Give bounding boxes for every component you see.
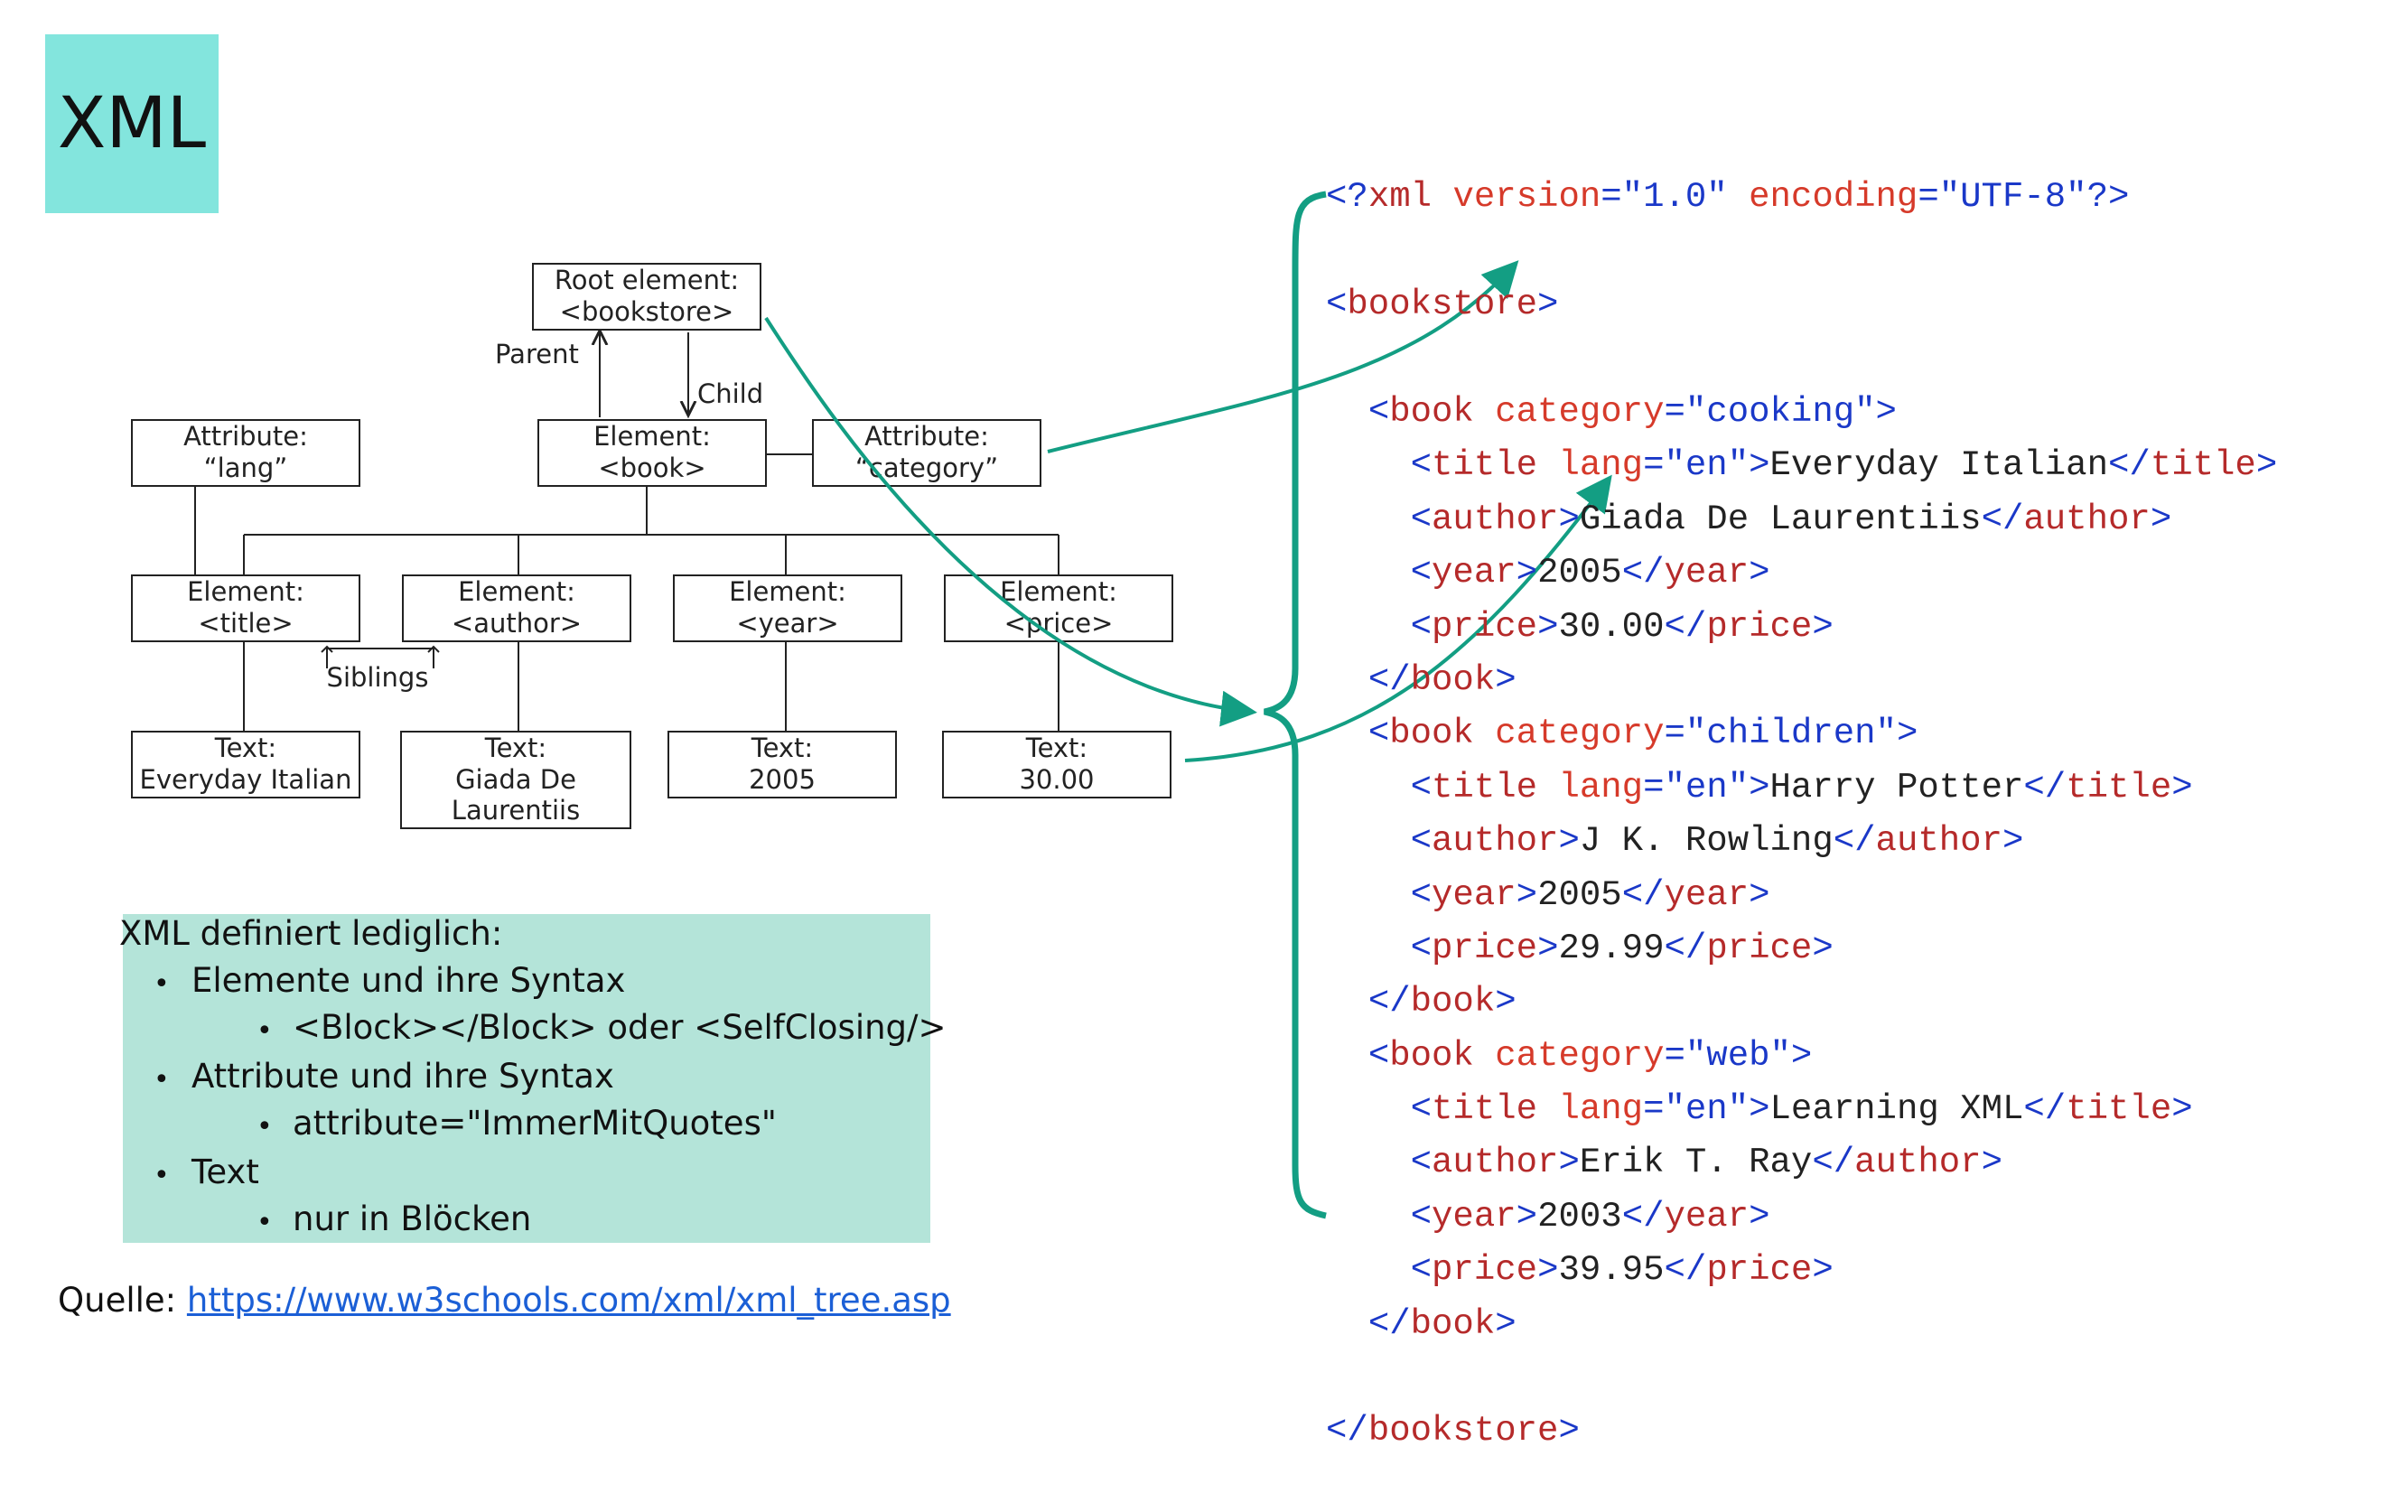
- text-title-label-1: Text:: [214, 733, 276, 763]
- note-subitem-elements: <Block></Block> oder <SelfClosing/>: [293, 1008, 947, 1047]
- notes-box: [123, 914, 930, 1243]
- root-label-1: Root element:: [555, 265, 739, 295]
- bullet-dot: •: [154, 1160, 170, 1191]
- book-open-tag: <book category="cooking">: [1367, 392, 1897, 432]
- node-title: [131, 574, 360, 642]
- source-line: Quelle: https://www.w3schools.com/xml/xm…: [58, 1281, 951, 1320]
- book-open-tag: <book category="web">: [1367, 1035, 1813, 1076]
- root-label-2: <bookstore>: [560, 296, 734, 327]
- attr-category-label-2: “category”: [855, 453, 998, 483]
- attr-lang-label-1: Attribute:: [183, 421, 308, 452]
- text-year-label-1: Text:: [751, 733, 813, 763]
- tree-connectors: [194, 332, 1059, 732]
- title-el-label-2: <title>: [198, 608, 293, 639]
- bookstore-close-tag: </bookstore>: [1326, 1411, 1580, 1451]
- node-text-author: [400, 731, 631, 829]
- node-text-title: [131, 731, 360, 798]
- bullet-dot: •: [257, 1111, 273, 1143]
- author-element: <author>Erik T. Ray</author>: [1410, 1143, 2002, 1183]
- text-year-label-2: 2005: [749, 764, 816, 795]
- text-price-label-2: 30.00: [1019, 764, 1094, 795]
- node-text-price: [942, 731, 1171, 798]
- text-title-label-2: Everyday Italian: [140, 764, 352, 795]
- node-root: [532, 263, 761, 331]
- book-close-tag: </book>: [1367, 1303, 1517, 1344]
- attr-lang-label-2: “lang”: [204, 453, 288, 483]
- notes-heading: XML definiert lediglich:: [119, 914, 503, 953]
- note-item-text: Text: [191, 1153, 259, 1191]
- title-element: <title lang="en">Learning XML</title>: [1410, 1089, 2193, 1130]
- title-el-label-1: Element:: [187, 576, 304, 607]
- price-element: <price>30.00</price>: [1410, 606, 1834, 647]
- year-element: <year>2005</year>: [1410, 874, 1770, 915]
- parent-label: Parent: [495, 339, 579, 369]
- slide-title: XML: [57, 83, 207, 164]
- year-element: <year>2005</year>: [1410, 553, 1770, 593]
- bullet-dot: •: [257, 1207, 273, 1238]
- year-element: <year>2003</year>: [1410, 1196, 1770, 1237]
- price-element: <price>39.95</price>: [1410, 1250, 1834, 1291]
- xml-tree-diagram: Root element: <bookstore> Attribute: “la…: [131, 191, 1612, 1219]
- node-attr-lang: [131, 419, 360, 487]
- text-author-label-2: Giada De: [455, 764, 576, 795]
- xml-code-listing: <?xml version="1.0" encoding="UTF-8"?> <…: [1326, 117, 2277, 1512]
- node-year: [673, 574, 902, 642]
- note-item-elements: Elemente und ihre Syntax: [191, 961, 626, 1000]
- author-element: <author>J K. Rowling</author>: [1410, 821, 2024, 862]
- bookstore-open-tag: <bookstore>: [1326, 285, 1559, 325]
- xml-declaration: <?xml version="1.0" encoding="UTF-8"?>: [1326, 177, 2130, 218]
- node-attr-category: [812, 419, 1041, 487]
- node-text-year: [667, 731, 897, 798]
- text-author-label-3: Laurentiis: [452, 795, 580, 826]
- title-element: <title lang="en">Everyday Italian</title…: [1410, 445, 2278, 486]
- price-element: <price>29.99</price>: [1410, 928, 1834, 968]
- books-code: <book category="cooking"> <title lang="e…: [1326, 386, 2277, 1351]
- attr-category-label-1: Attribute:: [864, 421, 989, 452]
- author-el-label-1: Element:: [458, 576, 575, 607]
- arrow-text-to-price: [1184, 474, 1612, 762]
- slide-title-box: XML: [45, 34, 219, 213]
- source-link[interactable]: https://www.w3schools.com/xml/xml_tree.a…: [186, 1281, 951, 1320]
- price-el-label-1: Element:: [1000, 576, 1117, 607]
- text-price-label-1: Text:: [1025, 733, 1087, 763]
- text-author-label-1: Text:: [484, 733, 546, 763]
- book-open-tag: <book category="children">: [1367, 714, 1918, 754]
- book-close-tag: </book>: [1367, 982, 1517, 1022]
- node-book: [537, 419, 767, 487]
- bookstore-brace: [1264, 191, 1327, 1219]
- arrow-category-to-attribute: [1047, 260, 1519, 453]
- source-prefix: Quelle:: [58, 1281, 187, 1320]
- bullet-dot: •: [154, 968, 170, 1000]
- siblings-label: Siblings: [327, 662, 429, 693]
- bullet-dot: •: [257, 1015, 273, 1047]
- author-el-label-2: <author>: [452, 608, 582, 639]
- child-label: Child: [697, 378, 763, 409]
- note-subitem-attributes: attribute="ImmerMitQuotes": [293, 1104, 777, 1143]
- node-price: [944, 574, 1173, 642]
- note-item-attributes: Attribute und ihre Syntax: [191, 1057, 614, 1096]
- year-el-label-1: Element:: [729, 576, 846, 607]
- title-element: <title lang="en">Harry Potter</title>: [1410, 767, 2193, 807]
- book-label-1: Element:: [593, 421, 711, 452]
- note-subitem-text: nur in Blöcken: [293, 1199, 532, 1238]
- book-label-2: <book>: [598, 453, 705, 483]
- bullet-dot: •: [154, 1064, 170, 1096]
- year-el-label-2: <year>: [736, 608, 838, 639]
- node-author: [402, 574, 631, 642]
- arrow-tree-to-code: [764, 316, 1257, 727]
- book-close-tag: </book>: [1367, 659, 1517, 700]
- author-element: <author>Giada De Laurentiis</author>: [1410, 499, 2172, 539]
